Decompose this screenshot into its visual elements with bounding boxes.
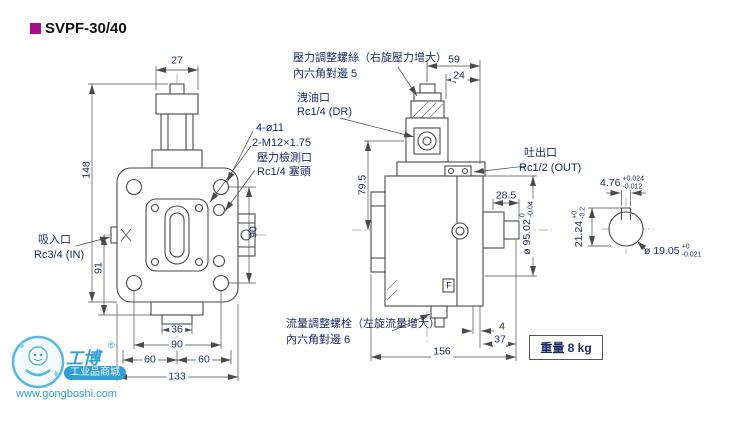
dim-half-left: 60 — [142, 353, 158, 366]
label-pressure-adjust: 壓力調整螺絲（右旋壓力增大） — [293, 52, 447, 64]
dim-key-width-tol-upper: +0.024 — [622, 175, 645, 183]
weight-box: 重量 8 kg — [529, 335, 603, 360]
gongboshi-logo — [11, 335, 65, 389]
label-drain-size: Rc1/4 (DR) — [297, 106, 353, 118]
weight-label: 重量 8 kg — [540, 341, 592, 355]
front-hatch-marks — [120, 228, 132, 242]
dim-width-total: 133 — [166, 370, 188, 383]
dim-half-right: 60 — [196, 353, 212, 366]
dim-key-height-tol-upper: +0 — [571, 210, 579, 219]
dim-key-height-tol-lower: -0.2 — [579, 206, 586, 219]
dim-body-diameter-tol-upper: 0 — [519, 213, 527, 218]
dim-stub-width: 36 — [169, 323, 185, 336]
label-mark-f: F — [446, 280, 452, 291]
dim-shaft-diameter-value: ø 19.05 — [644, 244, 680, 257]
label-plug: Rc1/4 塞頭 — [257, 166, 311, 178]
label-flow-adjust: 流量調整螺栓（左旋流量增大） — [286, 318, 440, 330]
label-mounting-holes: 4-ø11 — [256, 122, 284, 134]
label-gauge-port: 壓力檢測口 — [257, 152, 312, 164]
dim-bolt-span-vertical: 90 — [247, 226, 260, 238]
label-studs: 2-M12×1.75 — [252, 137, 312, 149]
side-leader-lines — [339, 66, 527, 332]
label-outlet-port: 吐出口 — [524, 147, 557, 159]
title-bullet-icon — [30, 23, 41, 34]
page-title: SVPF-30/40 — [30, 20, 127, 37]
dim-height-total: 148 — [80, 161, 93, 179]
watermark-url: www.gongboshi.com — [16, 388, 117, 400]
shaft-detail-drawing — [608, 207, 644, 247]
dim-height-lower: 91 — [92, 262, 105, 274]
label-hex5: 內六角對邊 5 — [293, 68, 358, 80]
dim-port-height: 79.5 — [356, 174, 369, 196]
registered-mark-icon: ® — [108, 340, 115, 350]
dim-key-width: 4.76+0.024-0.012 — [600, 176, 644, 191]
dim-cover-thickness: 4 — [499, 320, 505, 333]
dim-key-width-tol-lower: -0.012 — [622, 183, 643, 190]
dim-body-diameter-value: ø 95.02 — [520, 219, 533, 255]
dim-shaft-extension: 28.5 — [495, 189, 517, 202]
label-inlet: 吸入口 — [38, 234, 71, 246]
page-title-text: SVPF-30/40 — [45, 20, 127, 37]
dim-key-width-value: 4.76 — [599, 176, 621, 189]
dim-top-offset-inner: 24 — [451, 69, 467, 82]
front-leader-lines — [75, 130, 256, 247]
dim-key-height: 21.24+0-0.2 — [572, 207, 587, 247]
watermark-subtitle: 工业品商城 — [64, 366, 126, 380]
label-outlet-size: Rc1/2 (OUT) — [519, 162, 582, 174]
label-drain-port: 洩油口 — [297, 92, 330, 104]
dim-bolt-span-horizontal: 90 — [169, 338, 185, 351]
shaft-detail-dimension-lines — [588, 190, 647, 251]
watermark-brand: 工博 — [66, 349, 100, 368]
front-view-drawing — [110, 83, 256, 325]
dim-key-height-value: 21.24 — [572, 220, 585, 248]
side-hatch-marks — [386, 101, 444, 301]
side-view-drawing — [370, 83, 520, 328]
dim-length-total: 156 — [431, 345, 453, 358]
dim-shaft-diameter: ø 19.05+0-0.021 — [644, 244, 701, 259]
dim-shaft-diameter-tol-upper: +0 — [681, 243, 690, 251]
label-hex6: 內六角對邊 6 — [286, 334, 351, 346]
dim-top-width: 27 — [171, 54, 183, 67]
dim-body-diameter-tol-lower: -0.04 — [527, 201, 534, 218]
dim-shaft-diameter-tol-lower: -0.021 — [681, 251, 702, 258]
dim-top-offset: 59 — [446, 53, 462, 66]
label-inlet-size: Rc3/4 (IN) — [34, 249, 85, 261]
dim-shaft-length: 37 — [492, 333, 508, 346]
